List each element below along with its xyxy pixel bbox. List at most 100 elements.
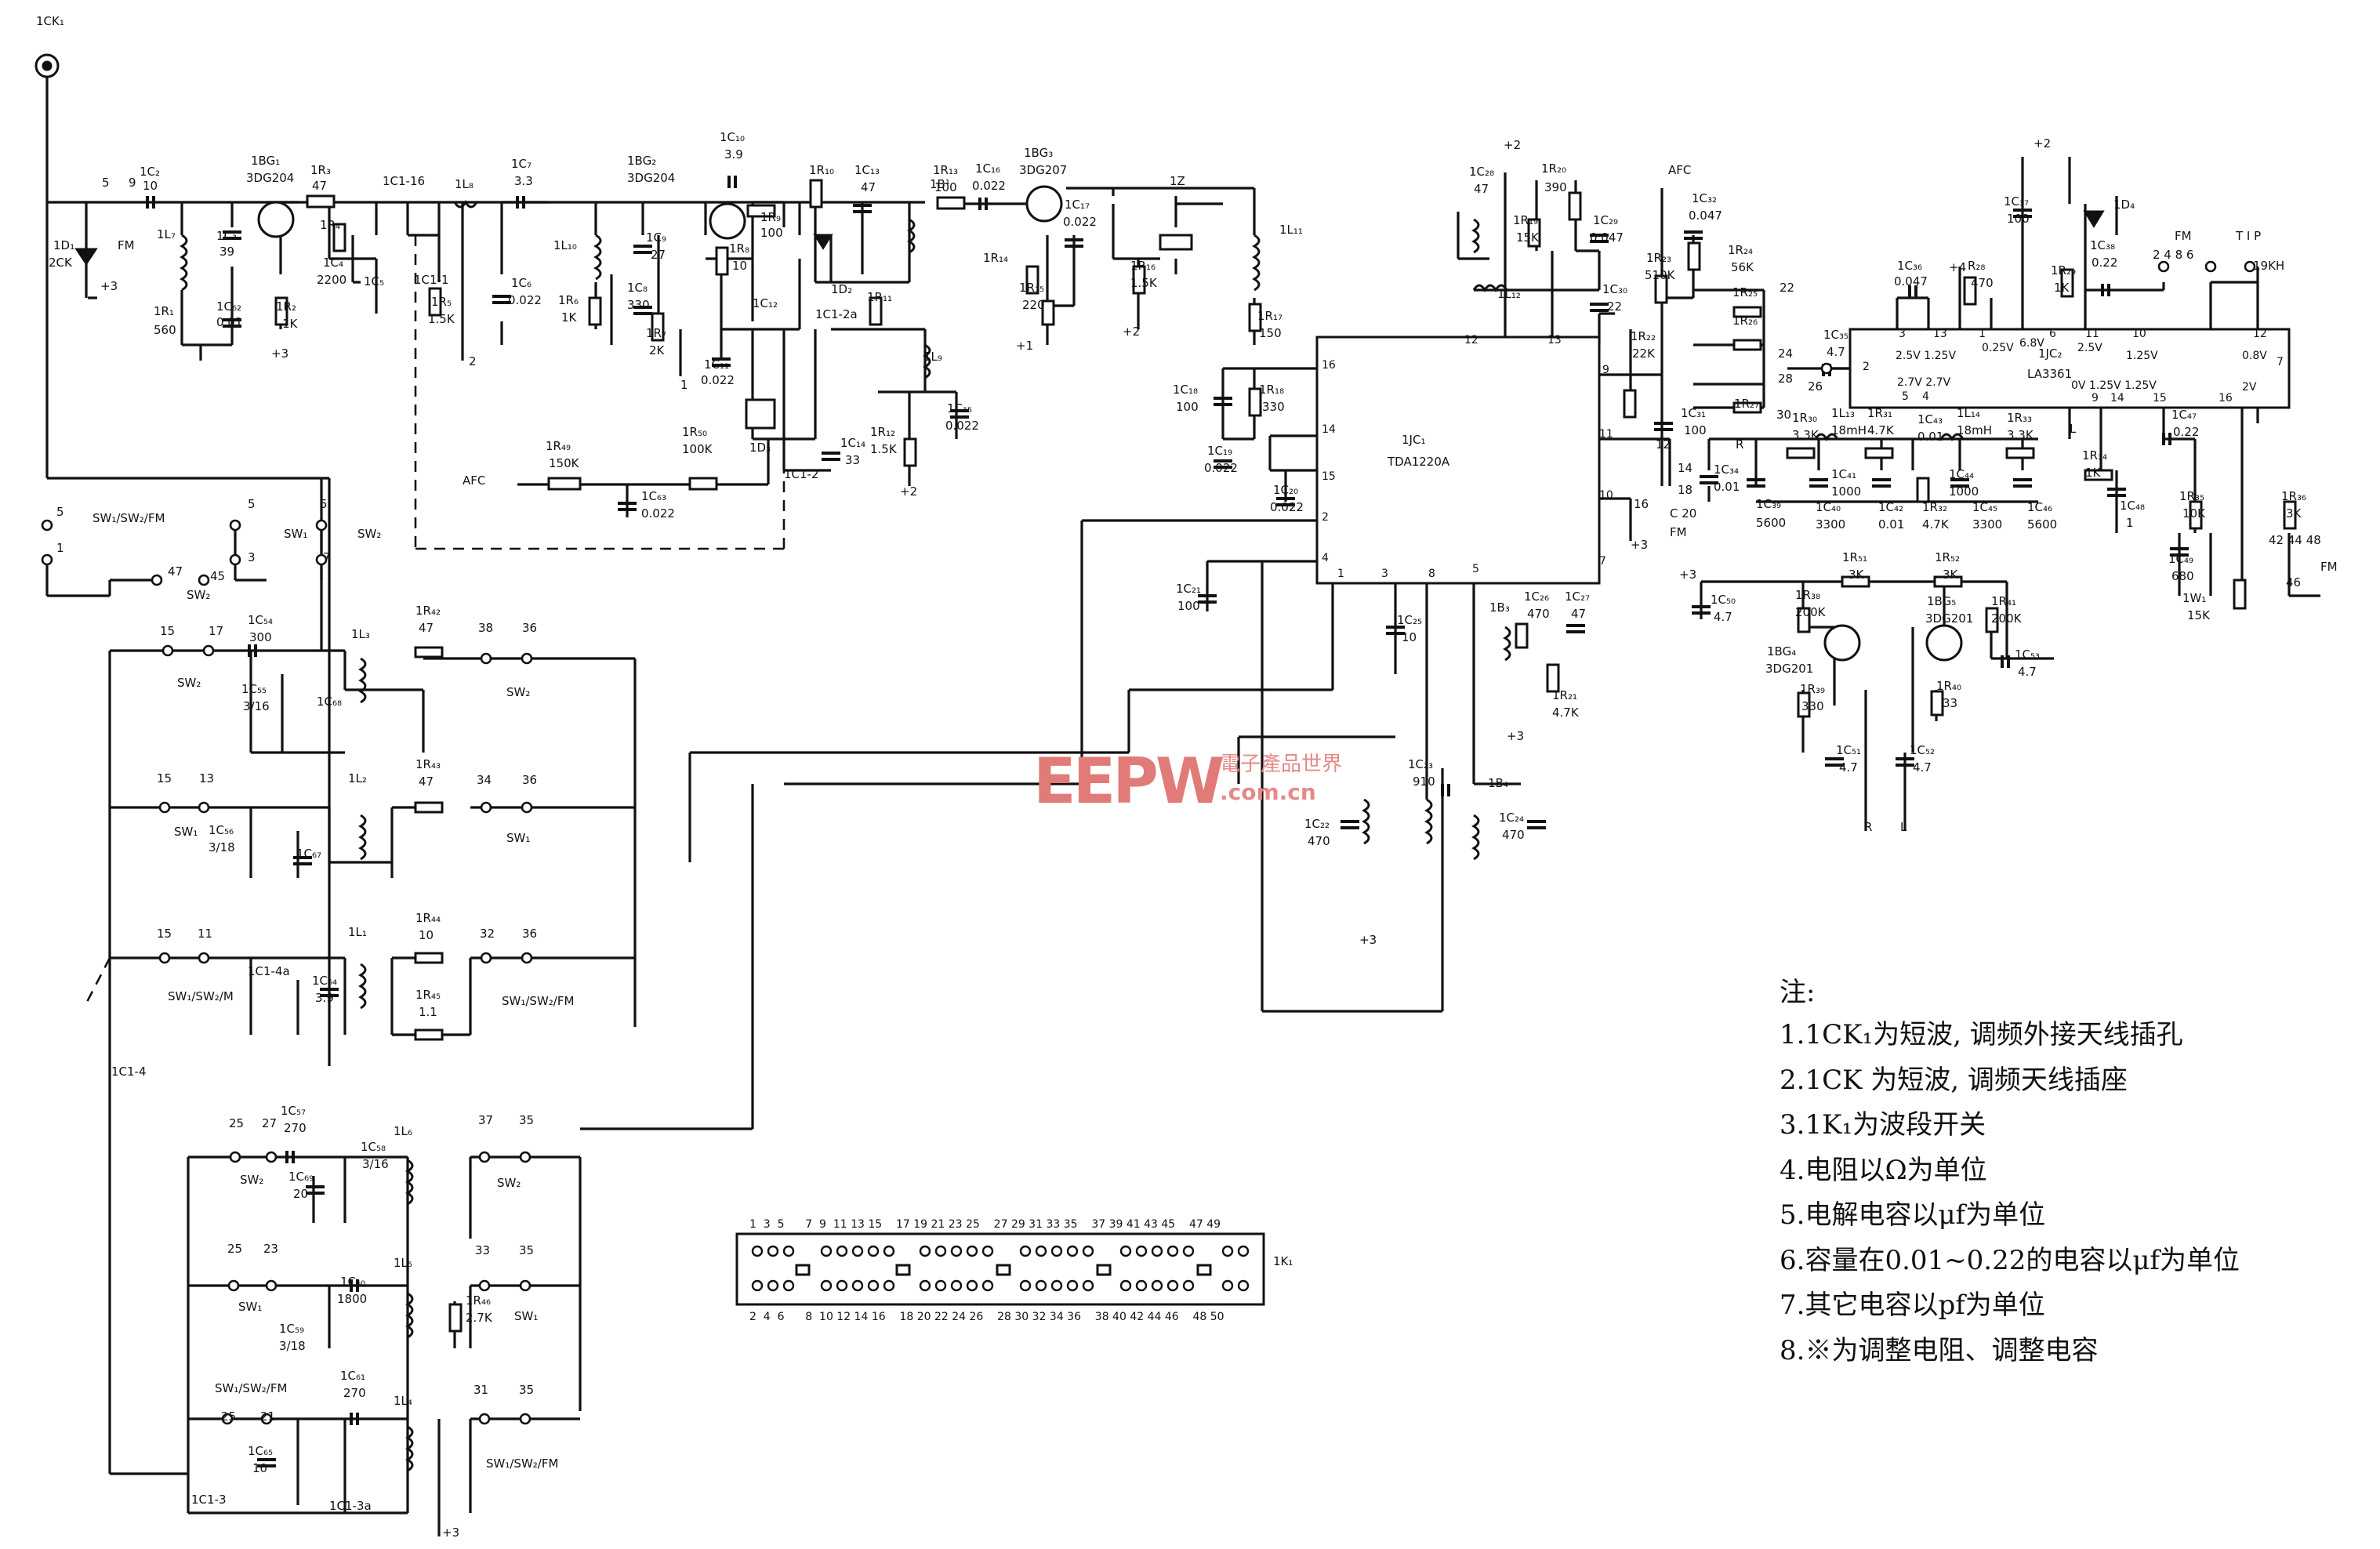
component-label: 1R₃ [310,163,331,177]
watermark-url: .com.cn [1220,779,1316,805]
component-label: 1C₁₂ [753,296,778,310]
component-label: 1L₄ [394,1394,412,1408]
component-label: SW₂ [506,685,530,699]
component-label: 10K [2182,506,2206,521]
component-label: 10 [143,179,158,193]
component-label: 1C₁₀ [720,130,745,144]
component-label: 1R₁₅ [1019,281,1044,295]
component-label: 22 [1607,299,1622,314]
component-label: 0.022 [972,179,1006,193]
component-label: 1C₅₇ [281,1104,306,1118]
component-label: 23 [263,1242,278,1256]
component-label: 1BG₄ [1767,644,1796,658]
diode-1d4 [2083,210,2105,228]
ic2-voltage-label: 0V 1.25V 1.25V [2071,379,2157,392]
component-label: 0.047 [1590,230,1624,245]
component-label: 2.7K [466,1311,493,1325]
connector-bridges [795,1264,1212,1276]
component-label: 18 [1678,483,1692,497]
component-label: 1C₂₉ [1593,213,1618,227]
component-label: 1C₆₂ [216,299,241,314]
component-label: 1BG₅ [1927,594,1956,608]
component-label: 1C₅₀ [1711,593,1736,607]
component-label: 22 [1780,281,1794,295]
ic2-voltage-label: 0.8V [2242,350,2267,362]
component-label: 1R₁₂ [870,425,895,439]
note-item: 7.其它电容以pf为单位 [1780,1290,2045,1321]
note-item: 2.1CK 为短波, 调频天线插座 [1780,1064,2128,1096]
component-label: 680 [2171,569,2194,583]
component-label: AFC [1668,163,1691,177]
ic2-pin-label: 6 [2049,328,2056,340]
component-label: 45 [210,569,225,583]
component-label: 18mH [1957,423,1992,437]
component-label: 470 [1308,834,1330,848]
component-label: 100 [1176,400,1199,414]
component-label: 1R₈ [729,241,749,256]
component-label: SW₁/SW₂/FM [502,994,574,1008]
component-label: 270 [284,1121,307,1135]
component-label: 1R₃₃ [2007,411,2032,425]
component-label: 36 [522,927,537,941]
component-label: SW₂ [497,1176,521,1190]
component-label: 1C₄₅ [1972,500,1997,514]
component-label: SW₁ [174,825,198,839]
component-label: +2 [1123,325,1140,339]
component-label: 1C₃₈ [2090,238,2115,252]
ic2-pin-label: 10 [2132,328,2146,340]
switch-contacts[interactable] [41,260,2256,1425]
component-label: 56K [1731,260,1754,274]
component-label: SW₂ [357,527,381,541]
component-label: 1K₁ [1273,1254,1293,1268]
note-item: 6.容量在0.01~0.22的电容以μf为单位 [1780,1244,2240,1276]
component-label: 0.047 [1689,209,1722,223]
component-label: 150 [1259,326,1282,340]
component-label: 1C₂₀ [1273,483,1298,497]
component-label: 27 [651,248,666,262]
component-label: 1C₄₉ [2168,552,2193,566]
component-label: 1R₅₁ [1842,550,1867,564]
component-label: 11 [198,927,212,941]
component-label: 1R₂ [276,299,296,314]
component-label: +2 [1504,138,1521,152]
component-label: 1D₄ [2113,198,2135,212]
component-label: 25 [229,1116,244,1130]
component-label: 1R₇ [646,326,666,340]
diode-1d2 [813,234,833,250]
component-label: 330 [1801,699,1824,713]
component-label: 2 4 8 6 [2153,248,2193,262]
ic1-pin-label: 8 [1428,568,1435,580]
component-label: 3DG207 [1019,163,1067,177]
component-label: 3K [1848,568,1865,582]
component-label: SW₂ [187,588,210,602]
component-label: 1W₁ [2182,591,2206,605]
component-label: 5600 [1756,516,1786,530]
component-label: 1C₆₅ [248,1444,273,1458]
component-label: 0.022 [641,506,675,521]
component-label: 1D₃ [749,441,771,455]
component-label: 1R₆ [558,293,579,307]
component-label: 1 [2126,516,2134,530]
ic2-pin-label: 14 [2110,392,2124,404]
component-label: 1D₂ [831,282,852,296]
note-item: 3.1K₁为波段开关 [1780,1109,1986,1141]
component-label: 1C₆₃ [641,489,666,503]
component-label: +2 [2034,136,2051,151]
component-label: 1C₅₅ [241,682,267,696]
ic2-voltage-label: 2.5V 1.25V [1896,350,1956,362]
component-label: 3.3K [2007,428,2034,442]
component-label: 1R₂₂ [1631,329,1656,343]
ic2-voltage-label: 6.8V [2019,337,2044,350]
component-label: 1C1-3 [191,1493,227,1507]
component-label: 1C₆₀ [340,1275,365,1289]
component-label: 3DG201 [1925,611,1973,626]
component-label: 1R₉ [760,210,781,224]
component-label: 10 [732,259,747,273]
component-label: 1C₁₄ [840,436,865,450]
component-label: 1C₄₁ [1831,467,1856,481]
component-label: 1R₂₄ [1728,243,1753,257]
component-label: 1C₂₆ [1524,589,1549,604]
component-label: 0.022 [1063,215,1097,229]
component-label: 1R₃₈ [1795,588,1820,602]
component-label: 35 [519,1243,534,1257]
